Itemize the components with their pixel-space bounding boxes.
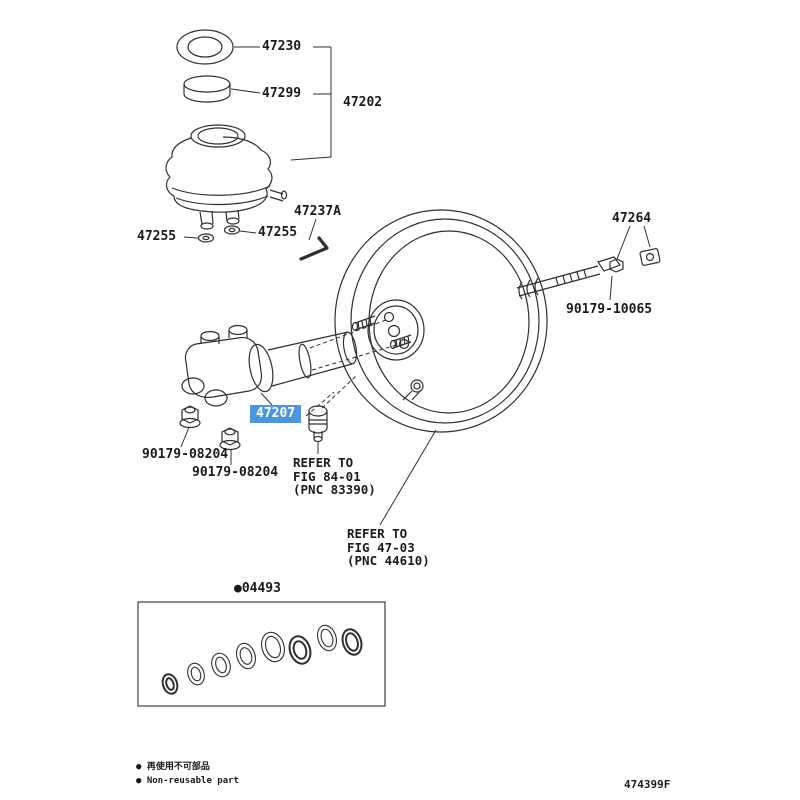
refer-note-line: REFER TO (347, 526, 408, 541)
clevis-parts-drawing (609, 248, 661, 273)
refer-note-line: REFER TO (293, 455, 354, 470)
reservoir-seal-drawing (183, 75, 231, 103)
master-cylinder-drawing (181, 324, 358, 407)
part-label-47255-right[interactable]: 47255 (258, 225, 298, 240)
mounting-studs-drawing (351, 315, 412, 350)
grommet-washers-drawing (197, 225, 241, 243)
repair-kit-drawing (137, 601, 386, 707)
part-label-04493[interactable]: ●04493 (234, 581, 281, 596)
part-label-47299[interactable]: 47299 (262, 86, 302, 101)
footnote-non-reusable-jp: ● 再使用不可部品 (136, 762, 210, 772)
reservoir-cap-drawing (176, 29, 234, 65)
part-label-90179-10065[interactable]: 90179-10065 (566, 302, 653, 317)
part-label-47207-selected[interactable]: 47207 (250, 405, 302, 423)
refer-note-fig47: REFER TO FIG 47-03 (PNC 44610) (347, 527, 430, 568)
part-label-47237a[interactable]: 47237A (294, 204, 341, 219)
booster-pushrod-drawing (516, 256, 621, 300)
part-label-47255-left[interactable]: 47255 (137, 229, 177, 244)
bleeder-tool-drawing (299, 236, 329, 261)
part-label-47202[interactable]: 47202 (343, 95, 383, 110)
mounting-nuts-drawing (179, 405, 241, 451)
footnote-non-reusable-en: ● Non-reusable part (136, 776, 239, 786)
brake-booster-drawing (334, 209, 548, 433)
part-label-90179-08204-b[interactable]: 90179-08204 (192, 465, 279, 480)
refer-note-line: (PNC 83390) (293, 482, 376, 497)
leader-lines (180, 46, 651, 526)
refer-note-line: FIG 47-03 (347, 539, 415, 555)
part-label-47264[interactable]: 47264 (612, 211, 652, 226)
part-label-47230[interactable]: 47230 (262, 39, 302, 54)
document-code: 474399F (624, 778, 671, 791)
refer-note-line: FIG 84-01 (293, 468, 361, 484)
refer-note-fig84: REFER TO FIG 84-01 (PNC 83390) (293, 456, 376, 497)
refer-note-line: (PNC 44610) (347, 553, 430, 568)
part-label-90179-08204-a[interactable]: 90179-08204 (142, 447, 229, 462)
alignment-lines (305, 319, 401, 417)
reservoir-tank-drawing (165, 124, 288, 230)
